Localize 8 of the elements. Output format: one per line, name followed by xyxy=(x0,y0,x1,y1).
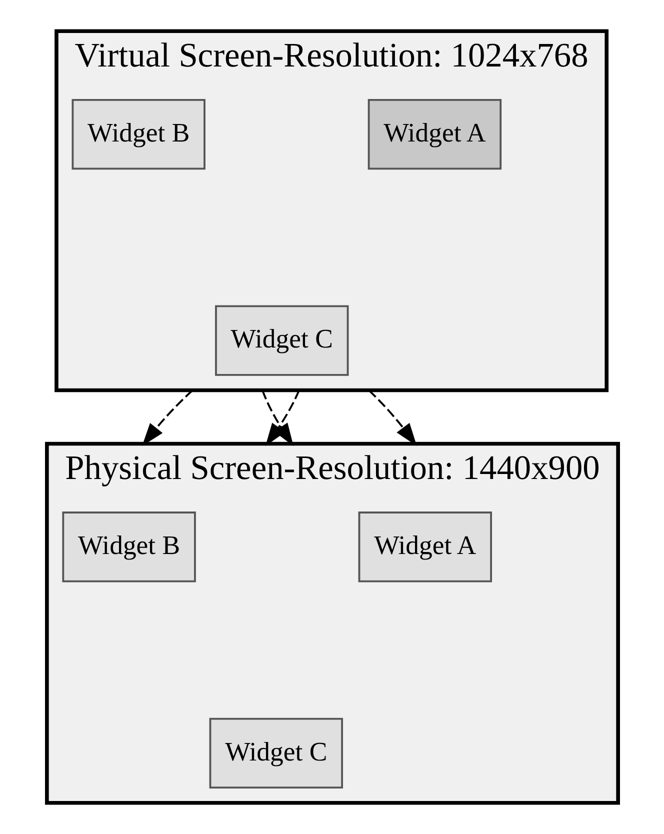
node-box: Widget C xyxy=(208,718,342,789)
node-box: Widget B xyxy=(62,512,196,582)
node-box: Widget C xyxy=(214,305,348,376)
node-box: Widget B xyxy=(71,98,205,170)
arrow xyxy=(142,390,193,446)
arrow xyxy=(368,390,416,446)
node-box: Widget A xyxy=(358,512,492,582)
node-box: Widget A xyxy=(367,98,502,170)
